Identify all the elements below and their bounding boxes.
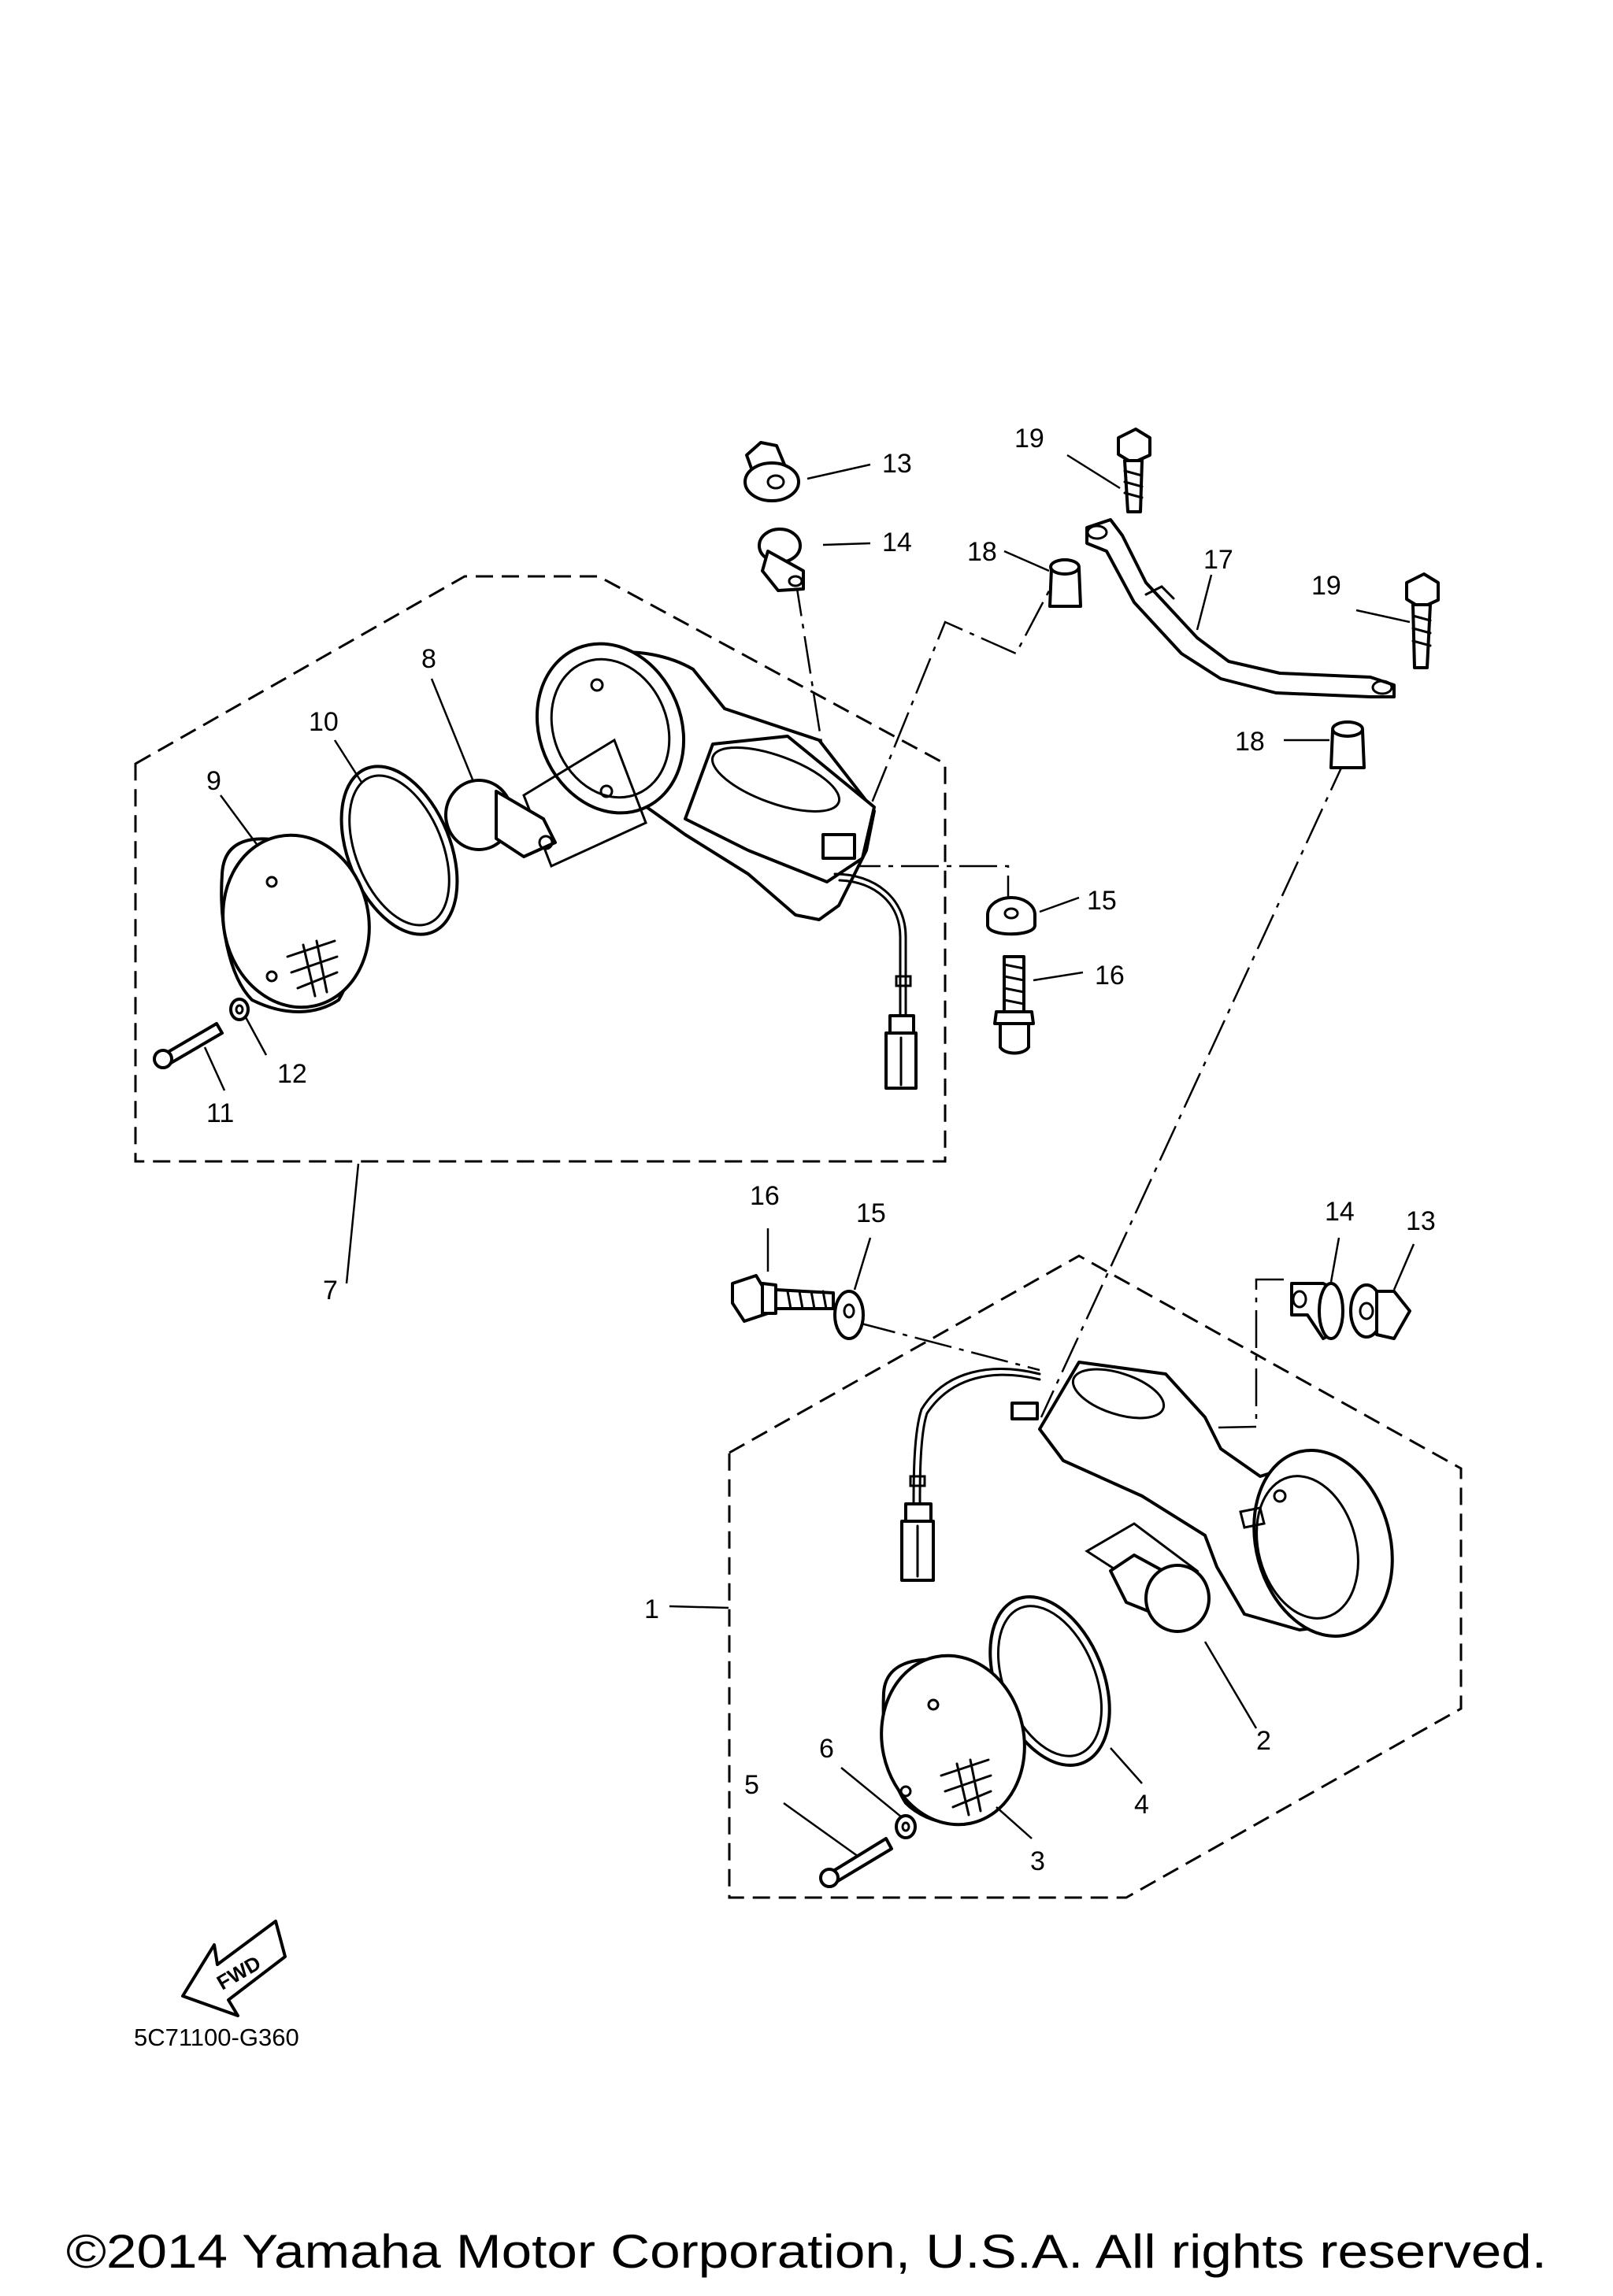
- callout-6: 6: [819, 1734, 834, 1764]
- callout-2: 2: [1256, 1726, 1271, 1756]
- callout-7: 7: [323, 1276, 338, 1305]
- collar-18-upper: [1048, 558, 1082, 608]
- callout-19-lower: 19: [1311, 571, 1341, 601]
- callout-16-upper: 16: [1095, 961, 1125, 991]
- turn-signal-assembly-upper: [535, 642, 918, 1090]
- callout-13-upper: 13: [882, 449, 912, 479]
- collar-18-lower: [1329, 720, 1366, 769]
- turn-signal-assembly-lower: [900, 1361, 1394, 1638]
- callouts: 13 14 19 18 17 19 18 8 10 9 15 16 12 11 …: [206, 424, 1436, 1876]
- callout-18-upper: 18: [967, 537, 997, 567]
- washer-12: [229, 998, 250, 1021]
- bracket-17: [1085, 518, 1396, 698]
- collar-15-upper: [986, 896, 1036, 936]
- callout-13-lower: 13: [1406, 1206, 1436, 1236]
- assembly-7-boundary: [134, 575, 947, 1163]
- grommet-14-upper: [758, 528, 805, 592]
- drawing-code: 5C71100-G360: [134, 2024, 299, 2051]
- lens-9: [220, 833, 371, 1013]
- callout-12: 12: [277, 1059, 307, 1089]
- centerline-item15-top: [843, 865, 1010, 898]
- callout-14-lower: 14: [1325, 1197, 1355, 1227]
- washer-6: [895, 1814, 917, 1839]
- bulb-2: [1085, 1522, 1211, 1633]
- callout-11: 11: [206, 1098, 234, 1128]
- bolt-16-upper: [993, 955, 1035, 1055]
- callout-14-upper: 14: [882, 528, 912, 557]
- callout-5: 5: [744, 1770, 759, 1800]
- callout-8: 8: [421, 644, 436, 674]
- callout-16-lower: 16: [750, 1181, 780, 1211]
- callout-3: 3: [1030, 1846, 1045, 1876]
- copyright-notice: ©2014 Yamaha Motor Corporation, U.S.A. A…: [66, 2225, 1547, 2278]
- bolt-19-upper: [1117, 428, 1151, 513]
- callout-19-upper: 19: [1014, 424, 1044, 454]
- callout-1: 1: [644, 1594, 659, 1624]
- callout-10: 10: [309, 707, 339, 737]
- callout-4: 4: [1134, 1790, 1149, 1820]
- lens-3: [880, 1653, 1026, 1827]
- grommet-14-lower: [1290, 1282, 1344, 1340]
- screw-5: [819, 1837, 893, 1888]
- callout-9: 9: [206, 766, 221, 796]
- screw-11: [153, 1022, 224, 1069]
- centerline-bracket-left: [827, 578, 1057, 910]
- callout-15-upper: 15: [1087, 886, 1117, 916]
- collar-15-lower: [833, 1290, 865, 1340]
- fwd-arrow-icon: FWD: [181, 1920, 287, 2017]
- centerline-item16-bottom: [858, 1321, 1040, 1372]
- callout-17: 17: [1203, 545, 1233, 575]
- bolt-16-lower: [731, 1274, 835, 1323]
- nut-13-lower: [1349, 1283, 1411, 1340]
- centerline-bracket-right: [1040, 755, 1348, 1418]
- bulb-8: [444, 738, 647, 868]
- nut-13-upper: [743, 441, 800, 502]
- assembly-1-boundary: [728, 1254, 1463, 1899]
- callout-15-lower: 15: [856, 1198, 886, 1228]
- callout-18-lower: 18: [1235, 727, 1265, 757]
- leader-lines: [203, 454, 1415, 1858]
- bolt-19-lower: [1405, 572, 1440, 669]
